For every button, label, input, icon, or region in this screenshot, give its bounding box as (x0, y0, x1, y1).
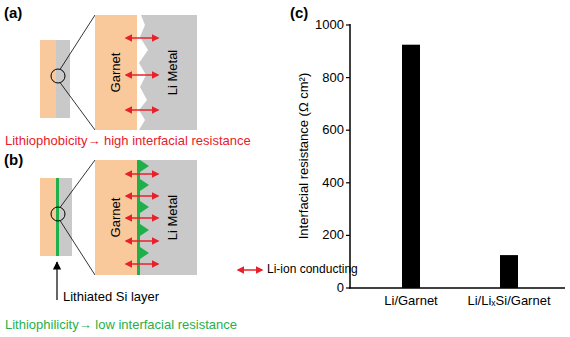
zoom-line (60, 160, 95, 208)
ion-arrow (126, 263, 158, 265)
tick-mark (346, 77, 350, 78)
ion-arrow (126, 37, 158, 39)
garnet-pellet (40, 40, 56, 118)
axis-title: Interfacial resistance (Ω cm²) (297, 73, 312, 239)
garnet-region: Garnet (95, 160, 137, 275)
region-label: Garnet (109, 53, 124, 93)
tick-mark (346, 235, 350, 236)
garnet-region: Garnet (95, 15, 137, 130)
garnet-pellet (40, 178, 56, 256)
zoom-line (60, 83, 95, 131)
tick-mark (346, 287, 350, 288)
si-layer-bump (140, 224, 149, 236)
tick-label: 1000 (315, 18, 344, 33)
ion-arrow (126, 173, 158, 175)
tick-mark (346, 130, 350, 131)
lithiated-si-layer (137, 160, 149, 275)
region-label: Garnet (109, 198, 124, 238)
region-fill (95, 160, 137, 275)
ion-arrow (126, 195, 158, 197)
zoom-circle (51, 69, 65, 83)
si-layer-bump (140, 201, 149, 213)
region-fill (95, 15, 137, 130)
li-metal-pellet (56, 40, 70, 118)
caption-line: Lithiophilicity→ low interfacial resista… (5, 318, 237, 333)
panel-letter: (b) (4, 151, 23, 168)
category-label: Li/LiₓSi/Garnet (467, 294, 550, 309)
tick-mark (346, 182, 350, 183)
region-label: Li Metal (166, 195, 181, 241)
x-axis (349, 287, 565, 289)
li-ion-arrows (126, 38, 158, 264)
ion-arrow (126, 74, 158, 76)
zoom-line (60, 221, 95, 276)
lithiated-si-layer (56, 178, 59, 256)
y-axis (349, 24, 351, 289)
tick-label: 400 (322, 175, 344, 190)
caption-line: Lithiophobicity→ high interfacial resist… (5, 134, 251, 149)
legend-label: Li-ion conducting (267, 263, 358, 277)
tick-label: 0 (337, 281, 344, 296)
region-fill (137, 160, 197, 275)
leader-arrow (56, 262, 57, 300)
si-layer-bump (140, 179, 149, 191)
panel-letter: (a) (4, 4, 22, 21)
si-layer-bump (140, 160, 149, 172)
legend-sample (238, 269, 262, 271)
tick-label: 200 (322, 228, 344, 243)
tick-label: 600 (322, 123, 344, 138)
tick-label: 800 (322, 70, 344, 85)
region-fill (139, 15, 197, 130)
ion-arrow (126, 240, 158, 242)
y-ticks (346, 25, 350, 288)
tick-mark (346, 24, 350, 25)
li-metal-region: Li Metal (137, 15, 197, 130)
callout-label: Lithiated Si layer (63, 290, 159, 305)
region-label: Li Metal (166, 50, 181, 96)
ion-arrow (126, 109, 158, 111)
bar (500, 255, 518, 288)
bar (402, 45, 420, 288)
li-metal-pellet (59, 178, 72, 256)
zoom-circle (51, 207, 65, 221)
li-metal-region: Li Metal (137, 160, 197, 275)
panel-letter: (c) (290, 4, 308, 21)
category-label: Li/Garnet (384, 294, 437, 309)
ion-arrow (126, 217, 158, 219)
si-layer-strip (137, 160, 140, 275)
si-layer-bump (140, 247, 149, 259)
zoom-line (60, 15, 95, 70)
